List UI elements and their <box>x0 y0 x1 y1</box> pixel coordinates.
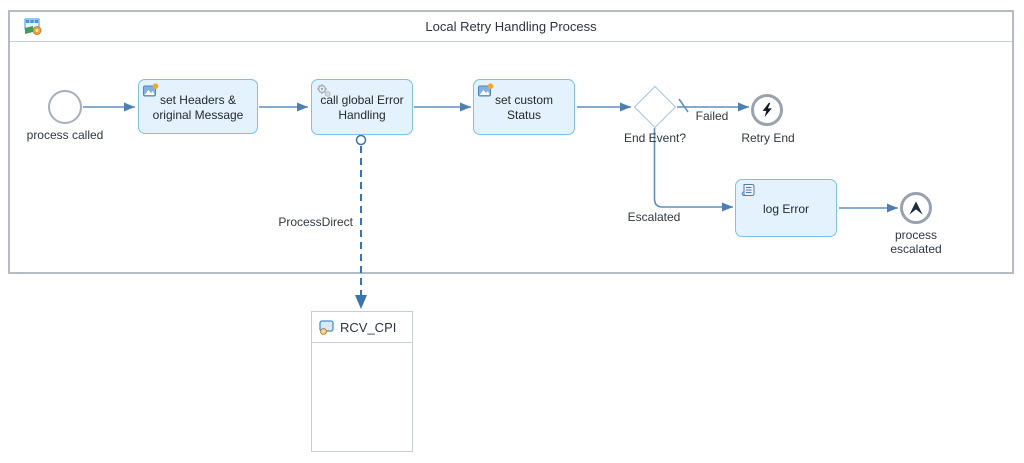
receiver-system-icon <box>319 319 334 335</box>
start-event[interactable] <box>48 90 82 124</box>
pool-title: Local Retry Handling Process <box>425 19 597 34</box>
task-set-custom-status[interactable]: set custom Status <box>473 79 575 135</box>
task-set-headers[interactable]: set Headers & original Message <box>138 79 258 134</box>
end-event-retry-label: Retry End <box>741 131 795 145</box>
gateway-label: End Event? <box>623 131 687 145</box>
process-call-gears-icon <box>317 84 331 97</box>
pool-header: Local Retry Handling Process <box>10 12 1012 42</box>
connection-port[interactable] <box>355 134 367 146</box>
task-call-error-handling[interactable]: call global Error Handling <box>311 79 413 135</box>
escalation-arrow-icon <box>909 201 923 215</box>
task-label: set custom Status <box>494 93 554 122</box>
task-label: set Headers & original Message <box>152 92 244 122</box>
flow-gateway-to-log-error[interactable] <box>653 128 734 212</box>
process-pool[interactable]: Local Retry Handling Process <box>8 10 1014 274</box>
failed-flow-label: Failed <box>695 109 729 123</box>
receiver-rcv-cpi[interactable]: RCV_CPI <box>311 311 413 452</box>
default-flow-slash-marker <box>678 98 689 113</box>
process-direct-arrowhead <box>355 295 367 309</box>
process-icon <box>24 18 42 35</box>
process-direct-label: ProcessDirect <box>278 215 353 229</box>
task-label: log Error <box>762 201 809 216</box>
error-lightning-icon <box>762 102 772 118</box>
script-icon <box>741 184 755 196</box>
task-log-error[interactable]: log Error <box>735 179 837 237</box>
escalated-flow-label: Escalated <box>627 210 681 224</box>
content-modifier-icon <box>478 83 494 97</box>
end-event-escalated[interactable] <box>900 192 932 224</box>
end-event-retry[interactable] <box>751 94 783 126</box>
receiver-label: RCV_CPI <box>340 319 397 335</box>
receiver-header: RCV_CPI <box>312 312 412 343</box>
task-label: call global Error Handling <box>320 93 404 122</box>
start-event-label: process called <box>26 128 104 142</box>
content-modifier-icon <box>143 83 159 97</box>
end-event-escalated-label: process escalated <box>890 228 942 257</box>
